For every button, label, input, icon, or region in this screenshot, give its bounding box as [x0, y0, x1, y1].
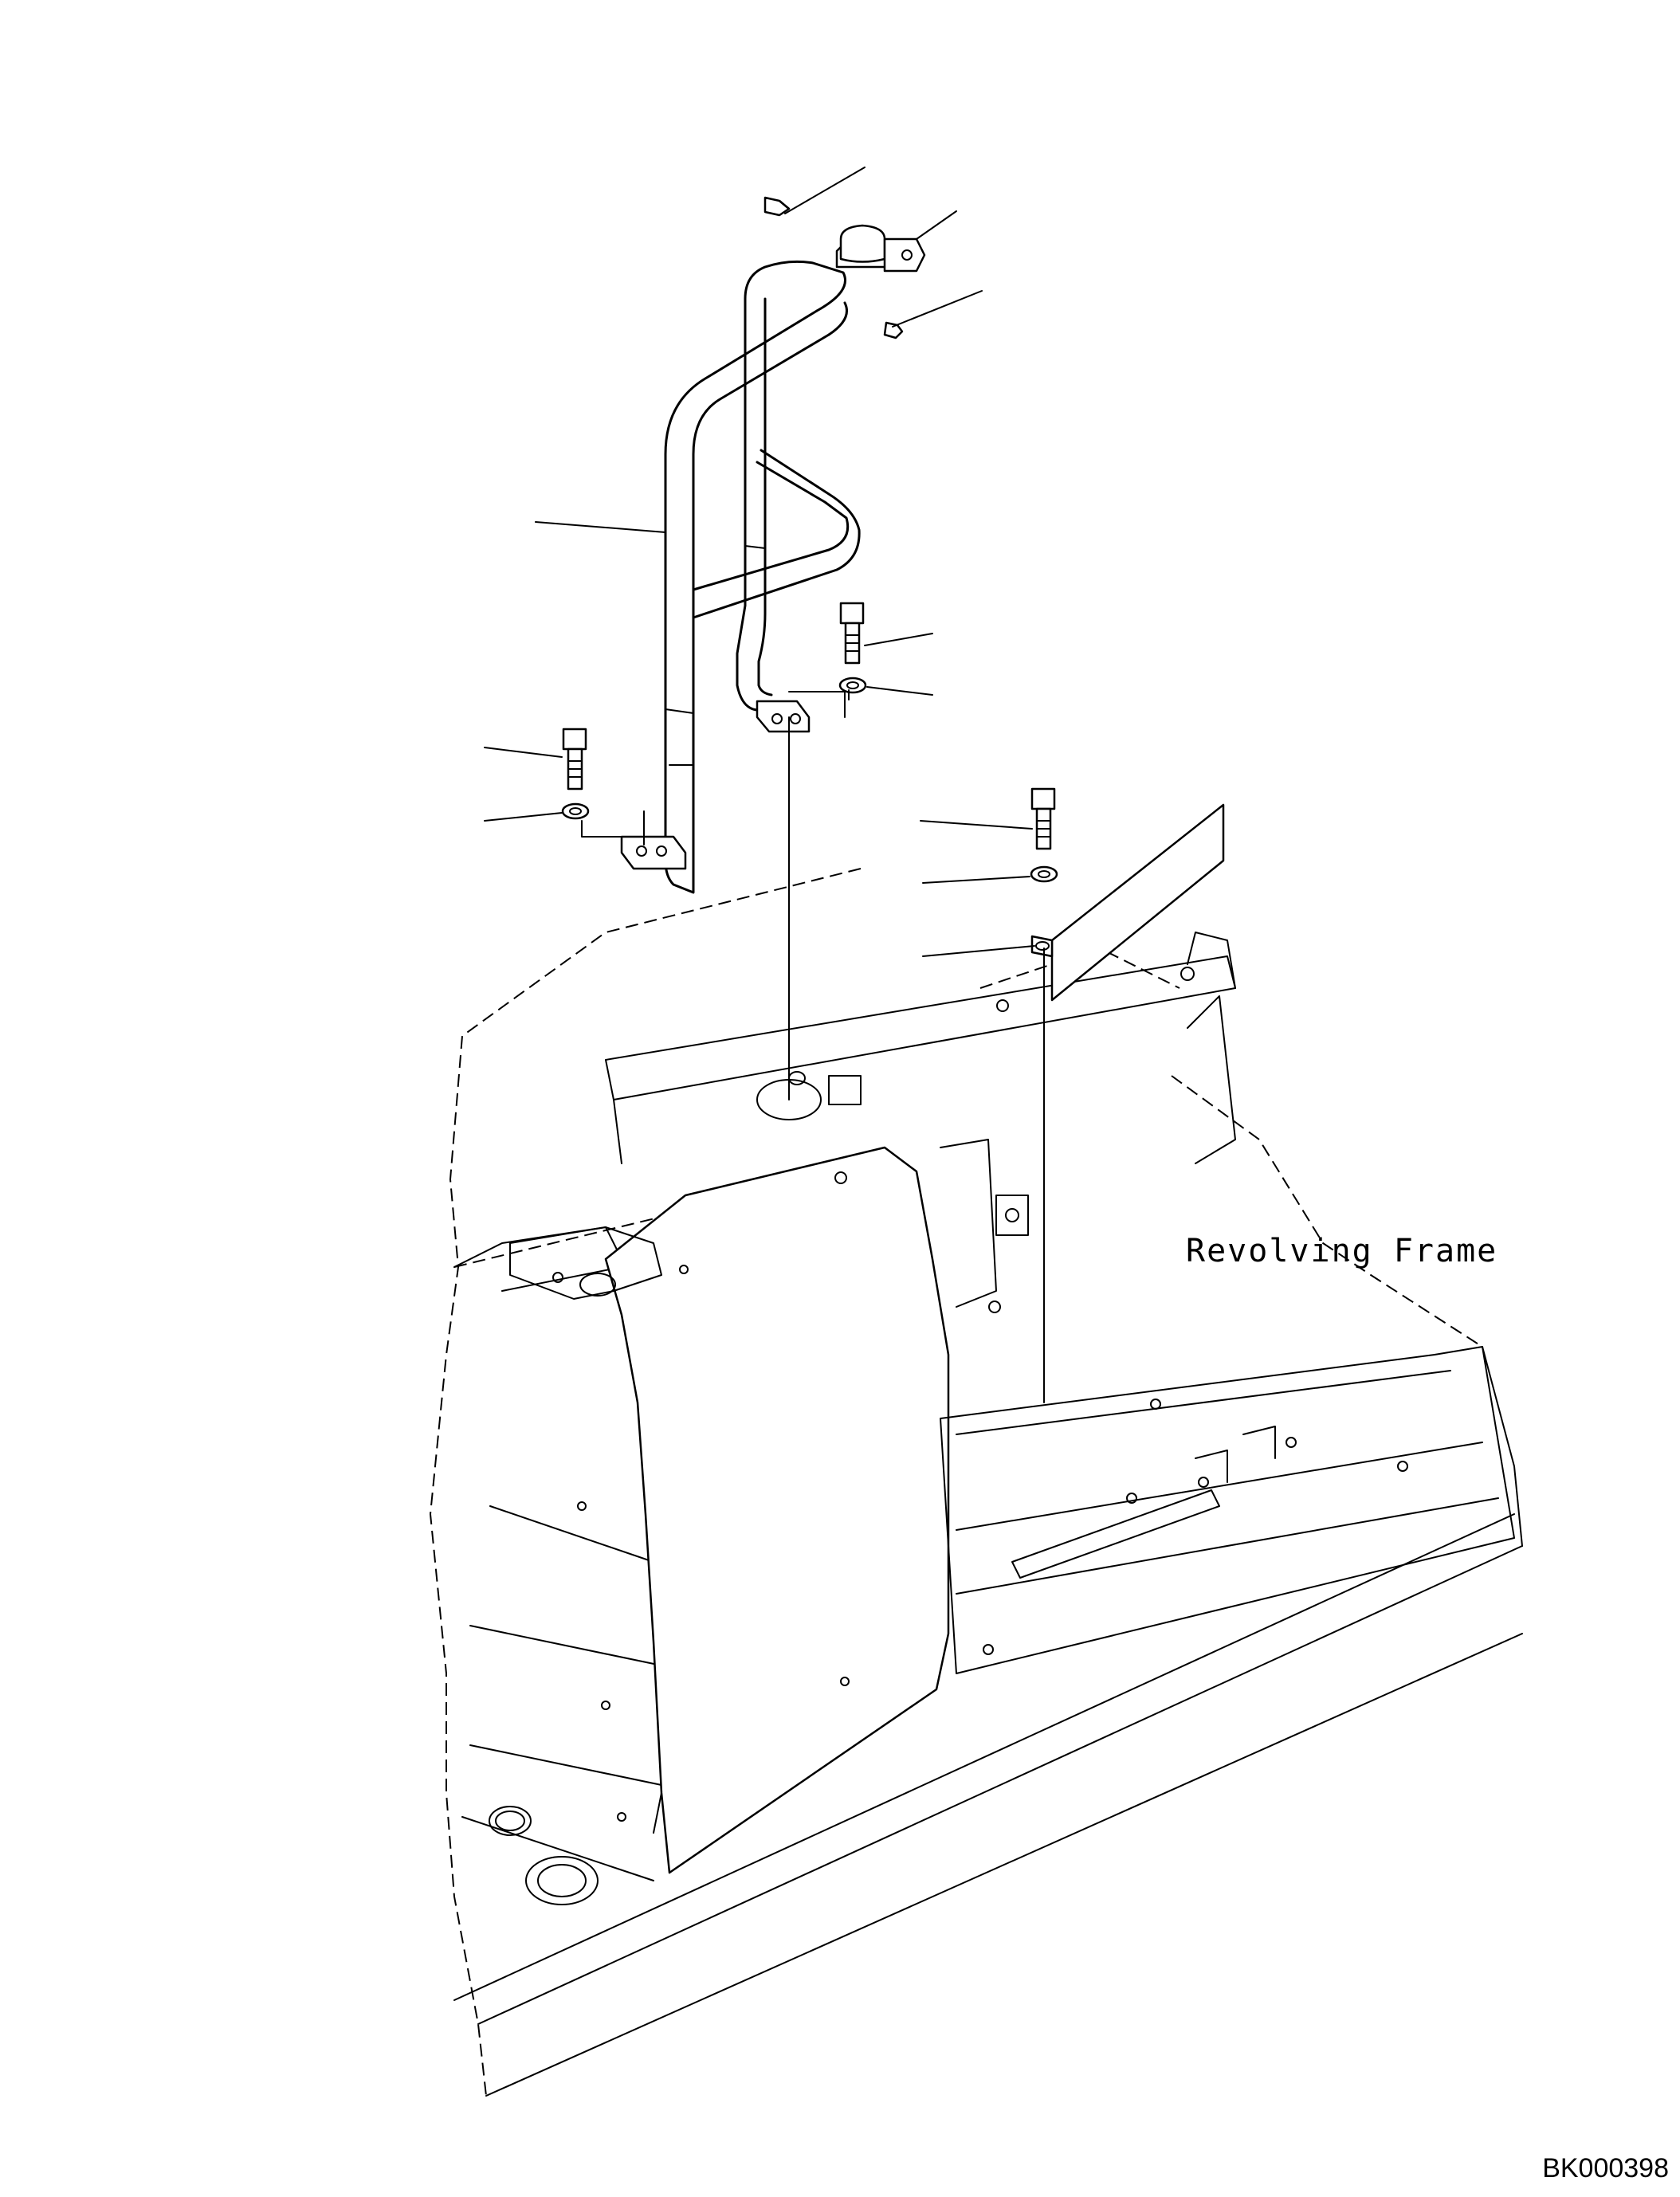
handrail-right-foot	[756, 700, 811, 733]
bolt-center	[839, 602, 865, 665]
handrail-left-foot	[620, 835, 687, 870]
handrail-left-tube	[664, 309, 818, 862]
bolt-left	[562, 728, 587, 791]
cap-bolt-side	[883, 321, 904, 339]
washer-left	[561, 802, 590, 820]
frame-dashed-boundary	[429, 868, 862, 2097]
frame-cross-member	[605, 955, 1236, 1100]
frame-bottom-edge	[453, 1513, 1515, 2001]
assembly-guides	[581, 689, 1045, 1403]
handrail-assembly	[620, 196, 926, 894]
revolving-frame-label: Revolving Frame	[1186, 1233, 1497, 1269]
leader-lines	[484, 167, 1035, 957]
handrail-top-loop	[744, 260, 847, 480]
handrail-mid-loop	[692, 461, 850, 591]
cap-bolt-top	[763, 196, 791, 217]
washer-center	[838, 677, 867, 694]
revolving-frame	[429, 868, 1523, 2097]
handrail-cap	[835, 224, 926, 273]
washer-right	[1030, 865, 1058, 883]
drawing-code: BK000398	[1542, 2153, 1669, 2183]
bolt-right	[1030, 787, 1056, 850]
frame-right-beam	[940, 1346, 1515, 1674]
tank-block	[604, 1146, 950, 1874]
plate-bracket	[1030, 803, 1225, 1002]
